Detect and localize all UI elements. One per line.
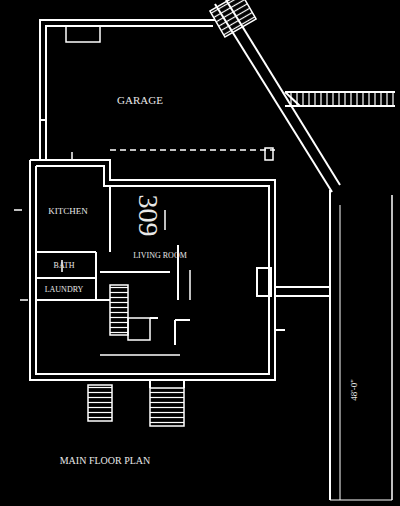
room-label: LIVING ROOM (133, 252, 187, 261)
room-label: BATH (54, 262, 75, 271)
plan-title: MAIN FLOOR PLAN (60, 455, 151, 466)
plan-number: 309 (133, 194, 164, 236)
walls (14, 0, 395, 500)
dimension-label: 48'-0" (350, 379, 360, 401)
room-label: LAUNDRY (45, 286, 84, 295)
room-label: GARAGE (117, 94, 163, 106)
room-label: KITCHEN (48, 207, 88, 217)
